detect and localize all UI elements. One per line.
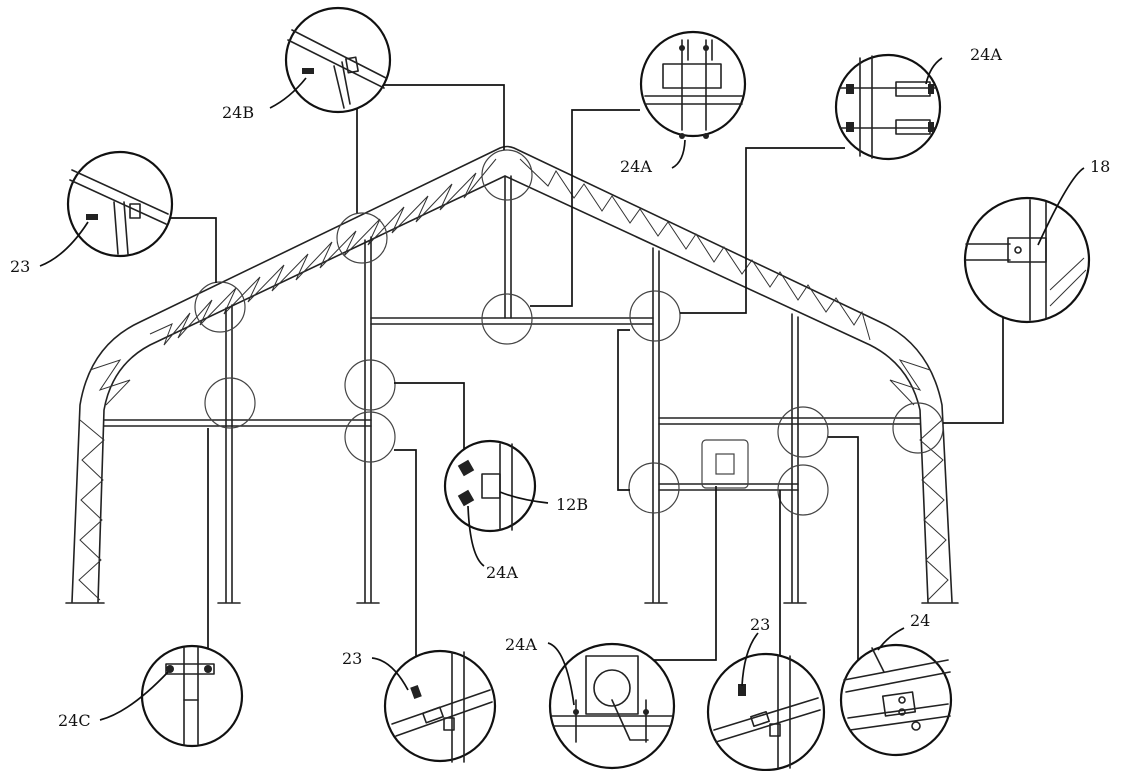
detail-24a-bottom [548,642,676,770]
ref-box-24a-bottom [701,439,749,489]
detail-24b [284,6,392,114]
label-24a-right: 24A [970,45,1002,64]
ref-circle-23 [194,281,246,333]
label-24a-mid: 24A [486,563,518,582]
detail-12b [443,439,537,533]
detail-23-bottom [383,649,497,763]
detail-23-left [66,150,174,258]
ref-circle-12b [344,359,396,411]
main-frame [65,145,959,604]
ref-circle-24 [777,406,829,458]
roof-outer-chord [71,145,953,603]
roof-inner-chord [97,175,929,603]
label-pointers [39,57,1085,721]
label-24a-bottom: 24A [505,635,537,654]
bolt-icon [410,684,422,700]
horizontal-purlins [103,317,921,491]
ref-circle-apex [481,149,533,201]
ref-circle-24a-top [481,293,533,345]
bolt-icon [302,68,314,74]
reference-circles [194,149,944,516]
detail-18 [963,196,1091,324]
label-24: 24 [910,611,930,630]
vertical-posts [225,175,799,603]
label-24c: 24C [58,711,91,730]
label-23-bottom: 23 [342,649,362,668]
ref-circle-24b [336,212,388,264]
label-12b: 12B [556,495,588,514]
ref-circle-24a-right [629,290,681,342]
detail-24 [839,643,953,757]
detail-24a-top [639,30,747,139]
part-labels: 24B 24A 24A 18 23 12B 24A 24C 23 24A 23 … [10,45,1110,730]
label-23-left: 23 [10,257,30,276]
ref-circle-23-right [777,464,829,516]
ref-circle-23-bottom [344,411,396,463]
bolt-icon [738,684,746,696]
ref-circle-24c [204,377,256,429]
detail-24c [140,644,244,748]
ref-circle-18 [892,402,944,454]
truss-webbing [78,158,949,601]
bolt-icon [86,214,98,220]
label-23-right: 23 [750,615,770,634]
label-24a-top: 24A [620,157,652,176]
ref-circle-12b-right [628,462,680,514]
leader-lines [170,84,1004,666]
detail-24a-right [834,53,942,161]
label-18: 18 [1090,157,1110,176]
detail-23-right [706,652,826,771]
label-24b: 24B [222,103,254,122]
